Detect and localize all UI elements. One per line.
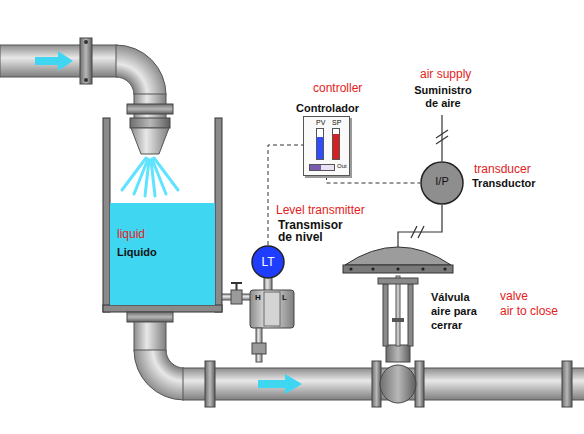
inlet-elbow	[116, 45, 166, 95]
actuator-outline	[343, 247, 453, 277]
outlet-elbow	[134, 350, 184, 400]
valve-yoke	[408, 284, 413, 346]
ip-symbol: I/P	[435, 175, 448, 188]
diaphragm-flange	[343, 265, 453, 273]
sp-bar-fill	[333, 134, 339, 159]
sp-label: SP	[332, 119, 341, 127]
flange-bolt	[396, 267, 399, 270]
translation-note: Level transmitter	[276, 203, 365, 217]
port-label: L	[282, 293, 287, 303]
transmitter-neck	[264, 277, 272, 291]
instrument-bubble	[421, 162, 463, 204]
diaphragm-dome	[345, 247, 451, 265]
port-label: H	[255, 293, 261, 303]
tank-floor	[103, 305, 222, 312]
valve-bonnet	[386, 345, 410, 362]
pneumatic-hash	[436, 136, 448, 144]
controller-title: Controlador	[296, 102, 359, 115]
liquid-spray	[122, 158, 178, 196]
instrument-bubble	[252, 246, 284, 278]
flange-bolt	[84, 40, 88, 44]
lt-symbol: LT	[261, 255, 274, 269]
level-transmitter-circle: LTTransmisor de nivel	[251, 245, 285, 279]
transmitter-title: Transmisor de nivel	[278, 219, 350, 243]
stem-connector	[392, 318, 404, 322]
transmitter-capsule	[264, 292, 280, 326]
translation-note: valve	[500, 289, 528, 303]
translation-note: controller	[313, 81, 362, 95]
valve-stem	[396, 276, 400, 346]
flow-arrow	[258, 374, 302, 394]
out-label: Out	[337, 163, 347, 170]
pv-bar	[316, 128, 324, 160]
transducer-title: Transductor	[472, 177, 536, 190]
transmitter-body	[250, 290, 294, 328]
valve-yoke	[383, 284, 388, 346]
tank-wall	[215, 118, 222, 312]
translation-note: air supply	[420, 67, 471, 81]
pv-bar-fill	[317, 137, 323, 159]
air-supply-label: Suministro de aire	[410, 84, 476, 110]
valve-handle	[231, 282, 242, 284]
sp-bar	[332, 128, 340, 160]
yoke-plate	[378, 278, 418, 284]
pv-label: PV	[316, 119, 325, 127]
flow-arrow	[35, 51, 73, 71]
spray-line	[154, 158, 178, 190]
pipe-flange	[562, 361, 572, 407]
liquid-title: Liquido	[117, 246, 157, 259]
flange-bolt	[421, 267, 424, 270]
electric-signal-line	[327, 176, 421, 183]
liquid-region: Liquido	[110, 203, 215, 305]
transducer-circle: I/PTransductor	[420, 161, 464, 205]
drain-outlet	[256, 354, 262, 362]
tank-wall	[103, 118, 110, 312]
controller-box: ControladorPVSPOut	[303, 116, 350, 176]
pipe-flange	[127, 312, 173, 322]
output-bar	[309, 164, 335, 171]
translation-note: liquid	[117, 227, 145, 241]
outlet-pipe	[134, 322, 166, 351]
nozzle-flange	[130, 118, 170, 128]
isolation-valve	[231, 290, 242, 304]
translation-note: transducer	[474, 162, 531, 176]
valve-handle	[236, 283, 238, 290]
inlet-pipe	[0, 45, 117, 77]
flange-bolt	[84, 78, 88, 82]
valve-actuator: Válvula aire para cerrar	[343, 247, 453, 277]
pipe-flange	[205, 361, 215, 407]
flange-bolt	[371, 267, 374, 270]
drain-line	[256, 328, 262, 344]
pipe-flange	[127, 104, 173, 114]
pipe-flange	[80, 38, 92, 84]
flange-bolt	[443, 267, 446, 270]
output-bar-fill	[310, 165, 321, 170]
valve-title: Válvula aire para cerrar	[431, 290, 491, 332]
spray-nozzle	[131, 128, 169, 154]
drain-valve	[252, 343, 266, 354]
flange-bolt	[349, 267, 352, 270]
spray-line	[145, 160, 149, 196]
translation-note: air to close	[500, 304, 558, 318]
air-supply-line	[441, 115, 442, 161]
valve-body	[380, 365, 416, 403]
pneumatic-signal-line	[398, 205, 442, 247]
